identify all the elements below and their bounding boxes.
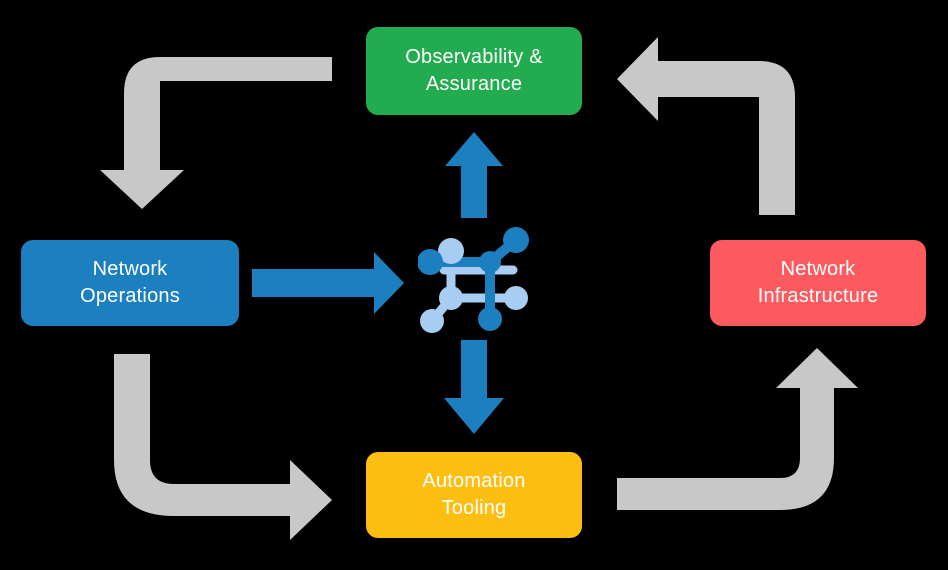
node-label-line-1: Automation — [422, 470, 526, 492]
connector-center-to-automation — [444, 340, 504, 434]
connector-operations-to-center — [252, 252, 404, 314]
node-box-observability[interactable]: Observability & Assurance — [366, 27, 582, 115]
node-label-network-operations: Network Operations — [80, 256, 180, 310]
network-topology-icon — [418, 227, 529, 333]
node-label-line-1: Network — [92, 258, 168, 280]
connector-operations-to-automation — [114, 354, 332, 540]
connector-center-to-observability — [445, 132, 503, 218]
node-label-line-1: Observability & — [405, 46, 543, 68]
node-box-network-infrastructure[interactable]: Network Infrastructure — [710, 240, 926, 326]
connector-observability-to-operations — [100, 57, 332, 209]
node-label-observability: Observability & Assurance — [405, 44, 543, 98]
node-label-line-2: Tooling — [441, 497, 507, 519]
node-label-line-2: Infrastructure — [757, 285, 879, 307]
node-label-network-infrastructure: Network Infrastructure — [758, 256, 879, 310]
node-label-line-2: Operations — [80, 285, 180, 307]
connector-infrastructure-to-observability — [617, 37, 795, 215]
node-box-network-operations[interactable]: Network Operations — [21, 240, 239, 326]
node-label-automation-tooling: Automation Tooling — [422, 468, 525, 522]
node-label-line-1: Network — [780, 258, 856, 280]
node-box-automation-tooling[interactable]: Automation Tooling — [366, 452, 582, 538]
node-label-line-2: Assurance — [425, 73, 523, 95]
connector-automation-to-infrastructure — [617, 348, 858, 510]
